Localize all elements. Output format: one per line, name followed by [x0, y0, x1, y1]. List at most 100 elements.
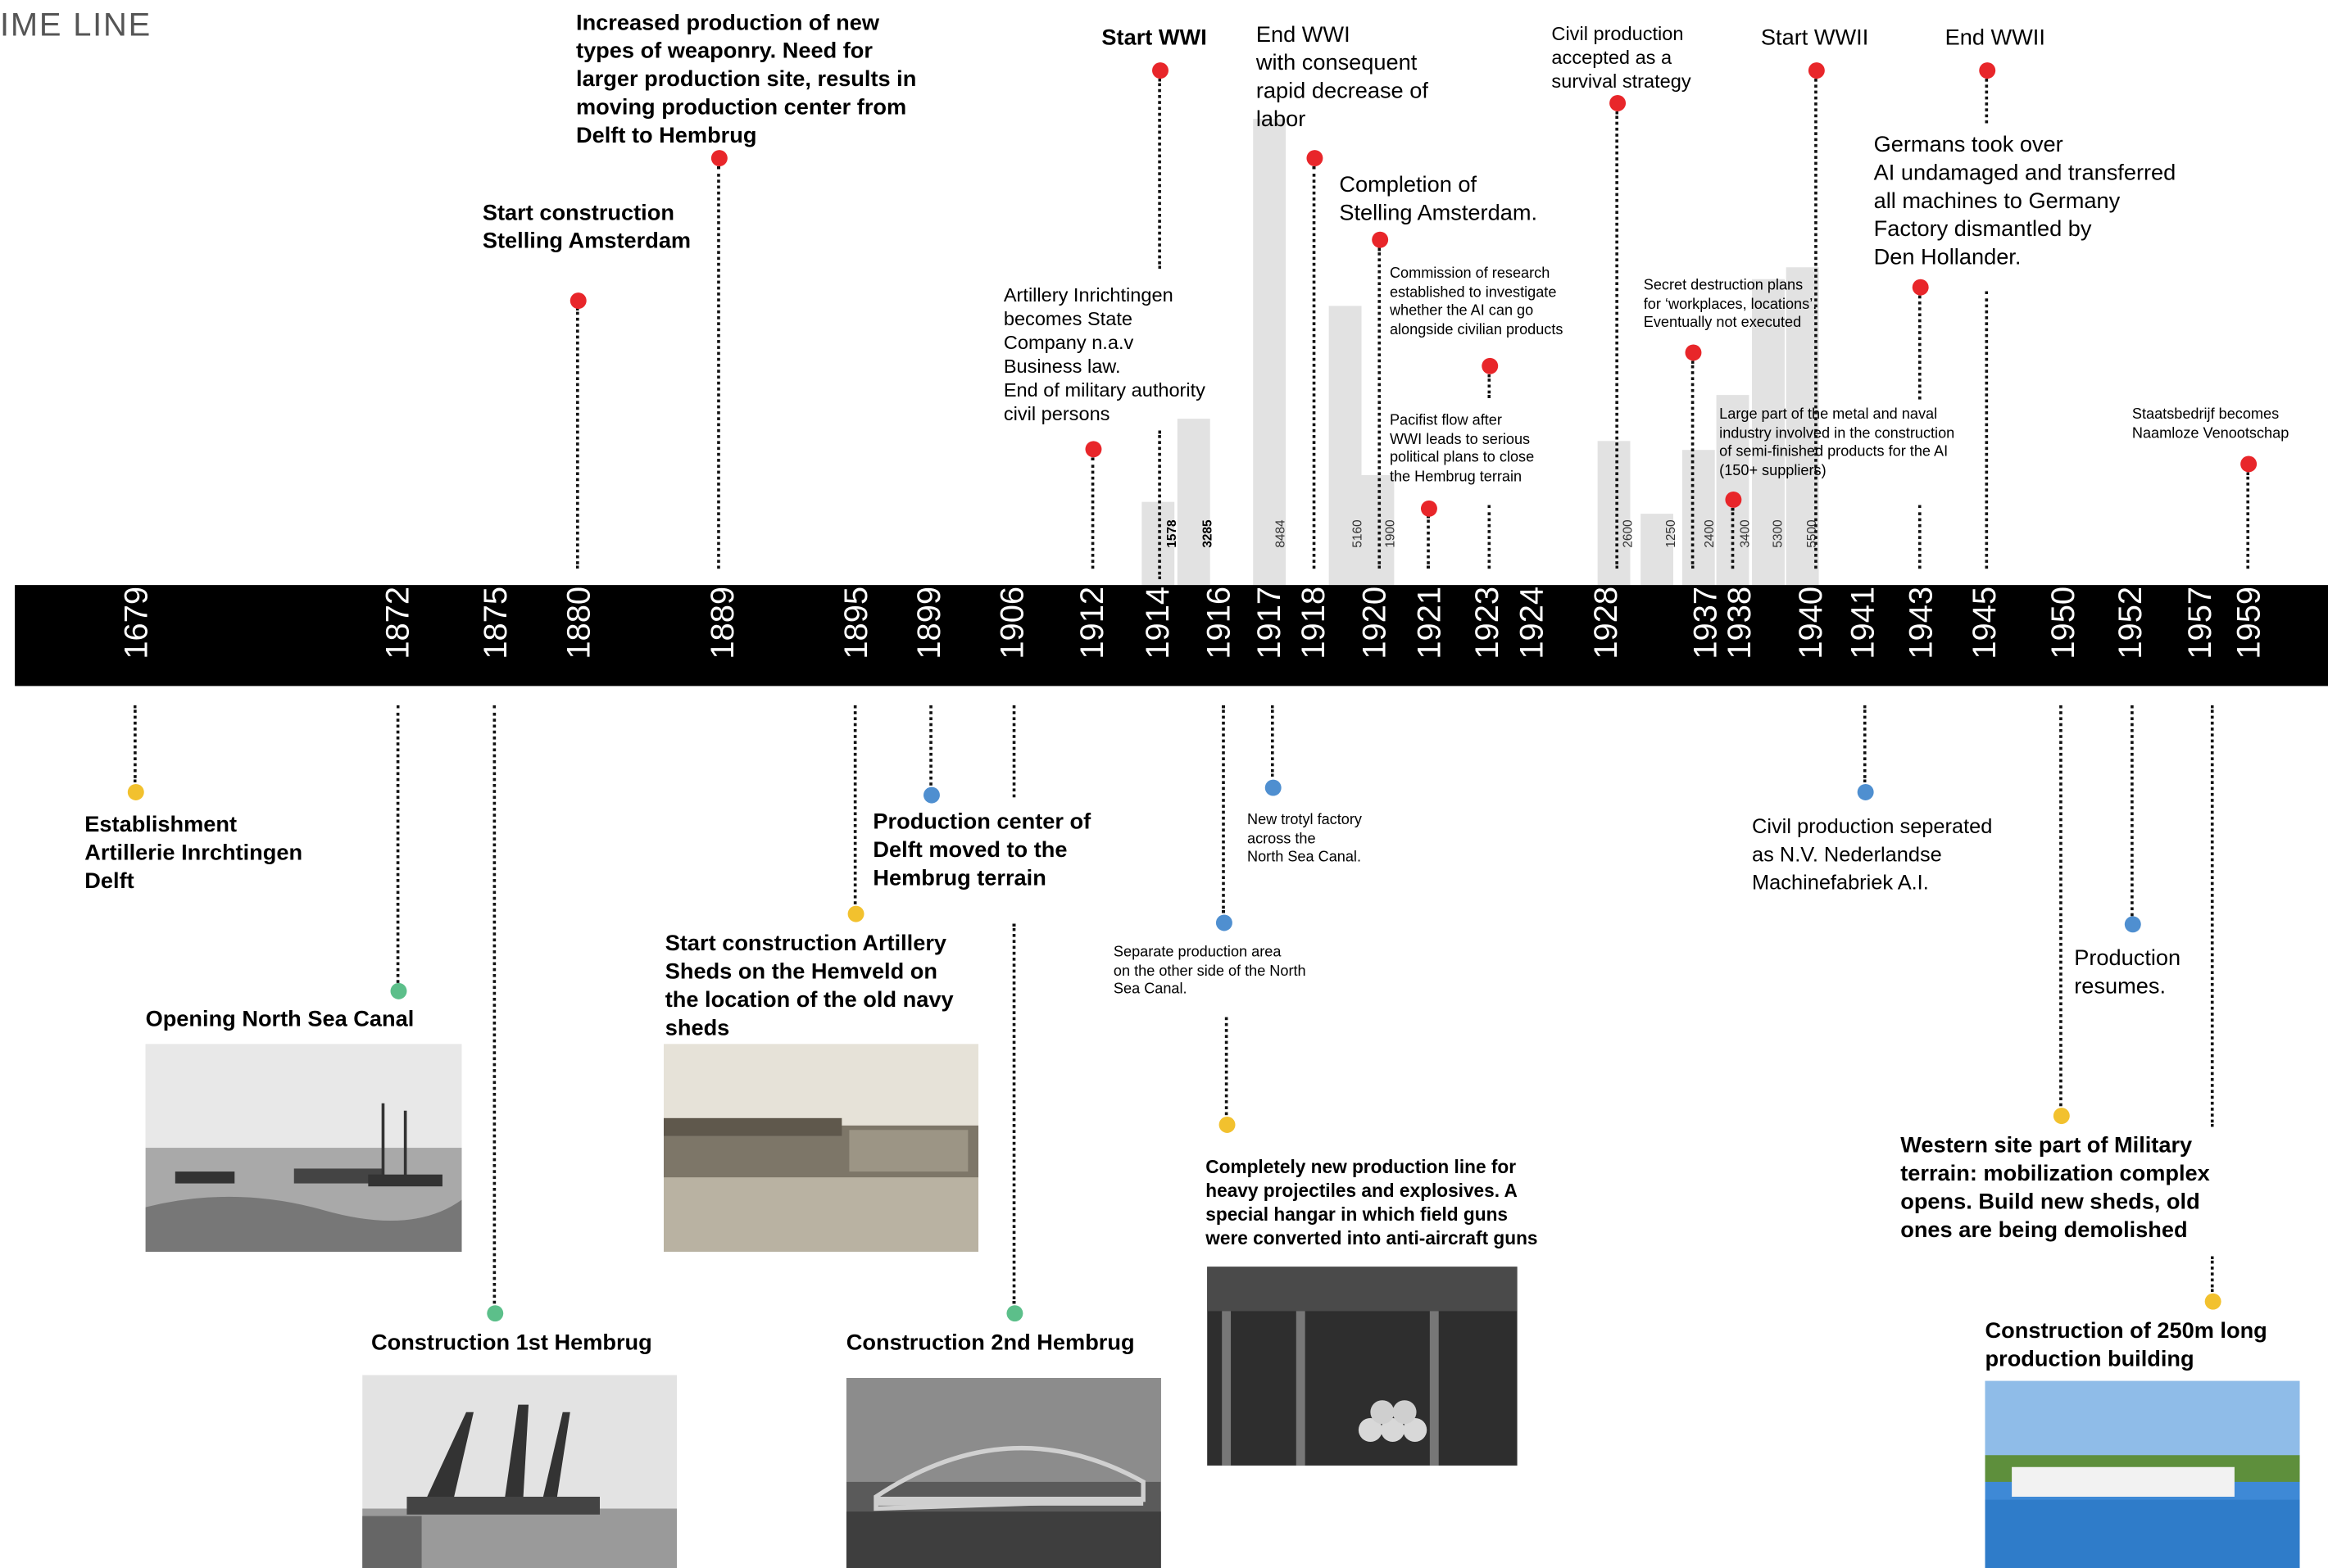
employment-bar	[1681, 450, 1715, 586]
event-label: Production center of Delft moved to the …	[873, 809, 1091, 891]
event-marker	[2240, 455, 2257, 472]
hembrug-1-photo	[362, 1375, 678, 1568]
year-label: 1889	[703, 586, 742, 659]
event-marker	[1305, 149, 1323, 166]
connector-line	[1863, 705, 1867, 783]
event-marker	[1264, 778, 1281, 795]
employment-bar	[1328, 306, 1362, 586]
event-marker	[2052, 1107, 2069, 1124]
event-label: Construction 2nd Hembrug	[846, 1330, 1135, 1356]
event-marker	[126, 783, 143, 800]
connector-line	[1615, 111, 1618, 569]
connector-line	[1012, 923, 1016, 1304]
event-label: Large part of the metal and naval indust…	[1719, 406, 1955, 479]
event-marker	[1807, 61, 1824, 79]
event-label: Construction 1st Hembrug	[370, 1330, 652, 1356]
connector-line	[576, 307, 579, 569]
bar-value-label: 5160	[1350, 519, 1365, 548]
event-marker	[923, 786, 940, 803]
year-label: 1937	[1686, 586, 1724, 659]
production-building-photo	[1985, 1380, 2300, 1568]
event-label: End WWI with consequent rapid decrease o…	[1255, 22, 1428, 133]
bar-value-label: 8484	[1272, 519, 1287, 548]
year-label: 1917	[1250, 586, 1287, 659]
event-label: Germans took over AI undamaged and trans…	[1873, 132, 2176, 270]
year-label: 1912	[1073, 586, 1111, 659]
connector-line	[1487, 374, 1491, 398]
factory-interior-photo	[1207, 1267, 1518, 1466]
event-marker	[2203, 1292, 2221, 1309]
year-label: 1872	[379, 586, 416, 659]
event-label: Separate production area on the other si…	[1113, 944, 1306, 998]
event-label: Western site part of Military terrain: m…	[1900, 1132, 2210, 1244]
connector-line	[2210, 1256, 2214, 1292]
year-label: 1880	[560, 586, 597, 659]
employment-bar	[1640, 514, 1674, 586]
employment-bar	[1253, 119, 1287, 586]
hembrug-2-photo	[846, 1378, 1161, 1568]
event-label: End WWII	[1945, 25, 2045, 51]
event-marker	[710, 149, 727, 166]
year-label: 1679	[117, 586, 155, 659]
year-label: 1959	[2230, 586, 2267, 659]
year-label: 1923	[1468, 586, 1506, 659]
connector-line	[396, 705, 400, 983]
bar-value-label: 1578	[1164, 519, 1179, 548]
year-label: 1906	[993, 586, 1031, 659]
event-marker	[1218, 1116, 1235, 1133]
event-marker	[1978, 61, 1995, 79]
connector-line	[1985, 79, 1989, 124]
year-label: 1943	[1902, 586, 1940, 659]
bar-value-label: 3285	[1200, 519, 1215, 548]
event-label: Start construction Artillery Sheds on th…	[665, 931, 954, 1041]
year-label: 1899	[910, 586, 947, 659]
connector-line	[717, 166, 720, 569]
connector-line	[2131, 705, 2134, 917]
year-label: 1895	[837, 586, 875, 659]
year-label: 1875	[476, 586, 514, 659]
year-label: 1950	[2044, 586, 2082, 659]
connector-line	[1312, 166, 1316, 569]
timeline-axis	[15, 585, 2328, 687]
connector-line	[853, 705, 857, 904]
connector-line	[929, 705, 933, 786]
event-marker	[1005, 1304, 1023, 1321]
event-label: Completion of Stelling Amsterdam.	[1339, 172, 1538, 226]
employment-bar	[1752, 279, 1785, 586]
connector-line	[1731, 507, 1735, 569]
connector-line	[1814, 79, 1817, 569]
event-label: Construction of 250m long production bui…	[1985, 1318, 2267, 1372]
event-label: Civil production accepted as a survival …	[1551, 22, 1691, 93]
event-marker	[1215, 913, 1232, 931]
year-label: 1918	[1294, 586, 1332, 659]
connector-line	[1985, 291, 1989, 569]
year-label: 1945	[1965, 586, 2004, 659]
connector-line	[1224, 1017, 1228, 1116]
event-label: Secret destruction plans for ‘workplaces…	[1643, 277, 1817, 332]
event-marker	[1684, 343, 1701, 360]
event-marker	[1856, 783, 1873, 800]
event-label: Pacifist flow after WWI leads to serious…	[1389, 412, 1535, 485]
connector-line	[1158, 430, 1161, 579]
event-label: Staatsbedrijf becomes Naamloze Venootsch…	[2131, 406, 2289, 442]
event-marker	[2123, 915, 2140, 932]
connector-line	[2210, 705, 2214, 1127]
year-label: 1928	[1586, 586, 1625, 659]
connector-line	[1427, 514, 1430, 569]
event-marker	[1911, 278, 1928, 295]
connector-line	[1012, 705, 1016, 798]
bar-value-label: 2400	[1701, 519, 1717, 548]
year-label: 1914	[1138, 586, 1177, 659]
connector-line	[1091, 457, 1095, 569]
connector-line	[1270, 705, 1274, 777]
event-marker	[1420, 499, 1437, 516]
event-label: Start WWII	[1760, 25, 1869, 51]
event-label: Commission of research established to in…	[1389, 265, 1563, 338]
connector-line	[1222, 705, 1225, 913]
event-marker	[1609, 94, 1626, 111]
connector-line	[2059, 705, 2063, 1107]
event-label: Artillery Inrichtingen becomes State Com…	[1003, 283, 1205, 425]
connector-line	[1377, 247, 1382, 569]
employment-bar	[1177, 419, 1210, 586]
